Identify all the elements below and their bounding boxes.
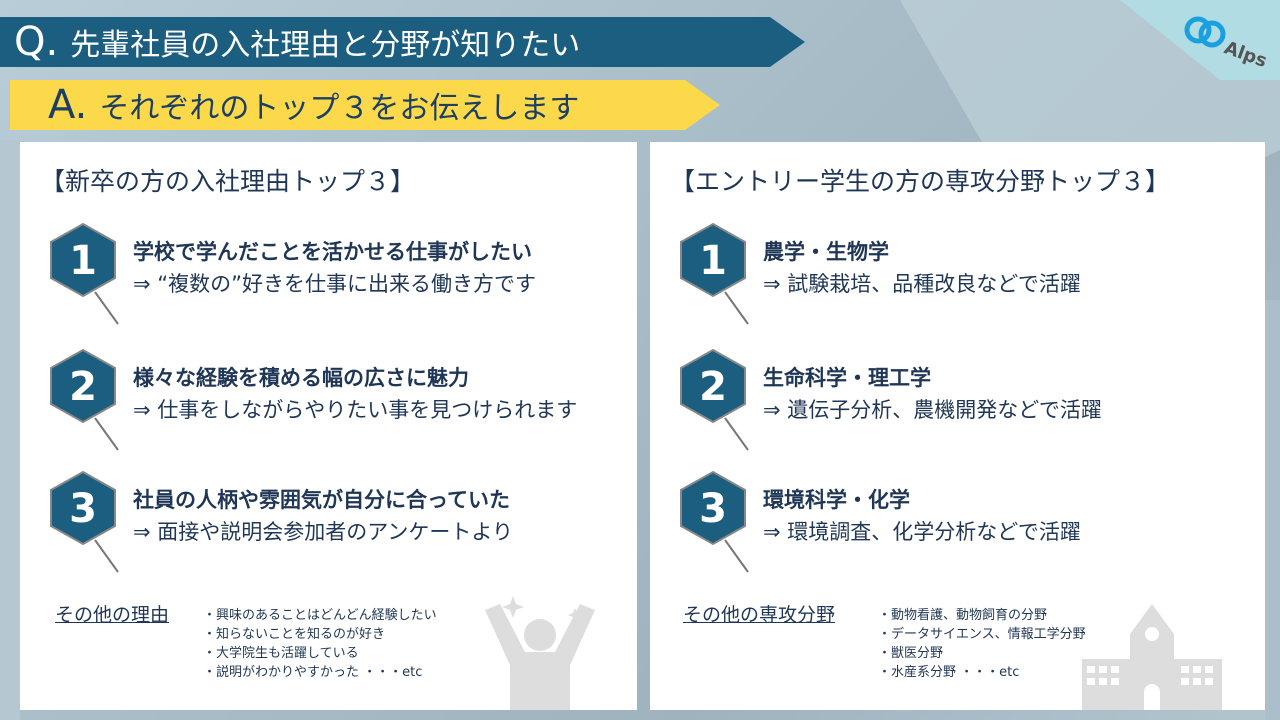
panel-title: 【新卒の方の入社理由トップ３】 (40, 167, 416, 196)
alps-logo: Alps (1120, 0, 1280, 80)
other-fields-label: その他の専攻分野 (683, 604, 836, 626)
item-title: 環境科学・化学 (763, 488, 910, 512)
entry-reasons-panel: 【新卒の方の入社理由トップ３】 1 学校で学んだことを活かせる仕事がしたい ⇒ … (20, 142, 637, 710)
person-cheering-icon (485, 596, 595, 710)
list-item: ・獣医分野 (878, 646, 944, 661)
question-text: 先輩社員の入社理由と分野が知りたい (70, 28, 581, 63)
hexagon-rank-badge: 2 (50, 348, 119, 451)
item-subtitle: ⇒ 遺伝子分析、農機開発などで活躍 (763, 398, 1102, 422)
question-mark: Q. (14, 19, 59, 65)
item-title: 様々な経験を積める幅の広さに魅力 (133, 366, 469, 390)
school-building-icon (1082, 604, 1222, 710)
answer-mark: A. (48, 82, 88, 128)
hexagon-rank-badge: 1 (680, 222, 749, 325)
list-item: ・興味のあることはどんどん経験したい (203, 608, 437, 623)
item-subtitle: ⇒ 仕事をしながらやりたい事を見つけられます (133, 398, 578, 422)
item-subtitle: ⇒ 環境調査、化学分析などで活躍 (763, 520, 1081, 544)
rank-item: 2 様々な経験を積める幅の広さに魅力 ⇒ 仕事をしながらやりたい事を見つけられま… (20, 348, 637, 458)
major-fields-panel: 【エントリー学生の方の専攻分野トップ３】 1 農学・生物学 ⇒ 試験栽培、品種改… (650, 142, 1265, 710)
rank-number: 2 (69, 364, 97, 410)
item-title: 農学・生物学 (763, 240, 889, 264)
other-reasons-label: その他の理由 (55, 604, 170, 626)
list-item: ・知らないことを知るのが好き (203, 627, 386, 642)
hexagon-rank-badge: 3 (50, 470, 119, 573)
rank-number: 2 (699, 364, 727, 410)
item-title: 学校で学んだことを活かせる仕事がしたい (133, 240, 532, 264)
rank-number: 1 (699, 238, 727, 284)
list-item: ・説明がわかりやすかった ・・・etc (203, 665, 423, 680)
list-item: ・動物看護、動物飼育の分野 (878, 608, 1048, 623)
item-title: 生命科学・理工学 (763, 366, 931, 390)
question-banner: Q. 先輩社員の入社理由と分野が知りたい (0, 17, 805, 67)
item-title: 社員の人柄や雰囲気が自分に合っていた (133, 488, 510, 512)
rank-item: 1 学校で学んだことを活かせる仕事がしたい ⇒ “複数の”好きを仕事に出来る働き… (20, 222, 637, 332)
answer-banner: A. それぞれのトップ３をお伝えします (10, 80, 720, 130)
rank-number: 3 (699, 486, 727, 532)
other-fields-list: ・動物看護、動物飼育の分野 ・データサイエンス、情報工学分野 ・獣医分野 ・水産… (878, 606, 1086, 682)
hexagon-rank-badge: 2 (680, 348, 749, 451)
rank-item: 3 環境科学・化学 ⇒ 環境調査、化学分析などで活躍 (650, 470, 1265, 580)
item-subtitle: ⇒ 面接や説明会参加者のアンケートより (133, 520, 514, 544)
answer-text: それぞれのトップ３をお伝えします (99, 91, 580, 126)
hexagon-rank-badge: 3 (680, 470, 749, 573)
item-subtitle: ⇒ 試験栽培、品種改良などで活躍 (763, 272, 1081, 296)
list-item: ・データサイエンス、情報工学分野 (878, 627, 1086, 642)
list-item: ・水産系分野 ・・・etc (878, 665, 1020, 680)
rank-number: 3 (69, 486, 97, 532)
hexagon-rank-badge: 1 (50, 222, 119, 325)
item-subtitle: ⇒ “複数の”好きを仕事に出来る働き方です (133, 272, 537, 296)
rank-item: 1 農学・生物学 ⇒ 試験栽培、品種改良などで活躍 (650, 222, 1265, 332)
rank-item: 2 生命科学・理工学 ⇒ 遺伝子分析、農機開発などで活躍 (650, 348, 1265, 458)
list-item: ・大学院生も活躍している (203, 646, 359, 661)
other-reasons-list: ・興味のあることはどんどん経験したい ・知らないことを知るのが好き ・大学院生も… (203, 606, 437, 682)
rank-item: 3 社員の人柄や雰囲気が自分に合っていた ⇒ 面接や説明会参加者のアンケートより (20, 470, 637, 580)
panel-title: 【エントリー学生の方の専攻分野トップ３】 (670, 167, 1171, 196)
rank-number: 1 (69, 238, 97, 284)
